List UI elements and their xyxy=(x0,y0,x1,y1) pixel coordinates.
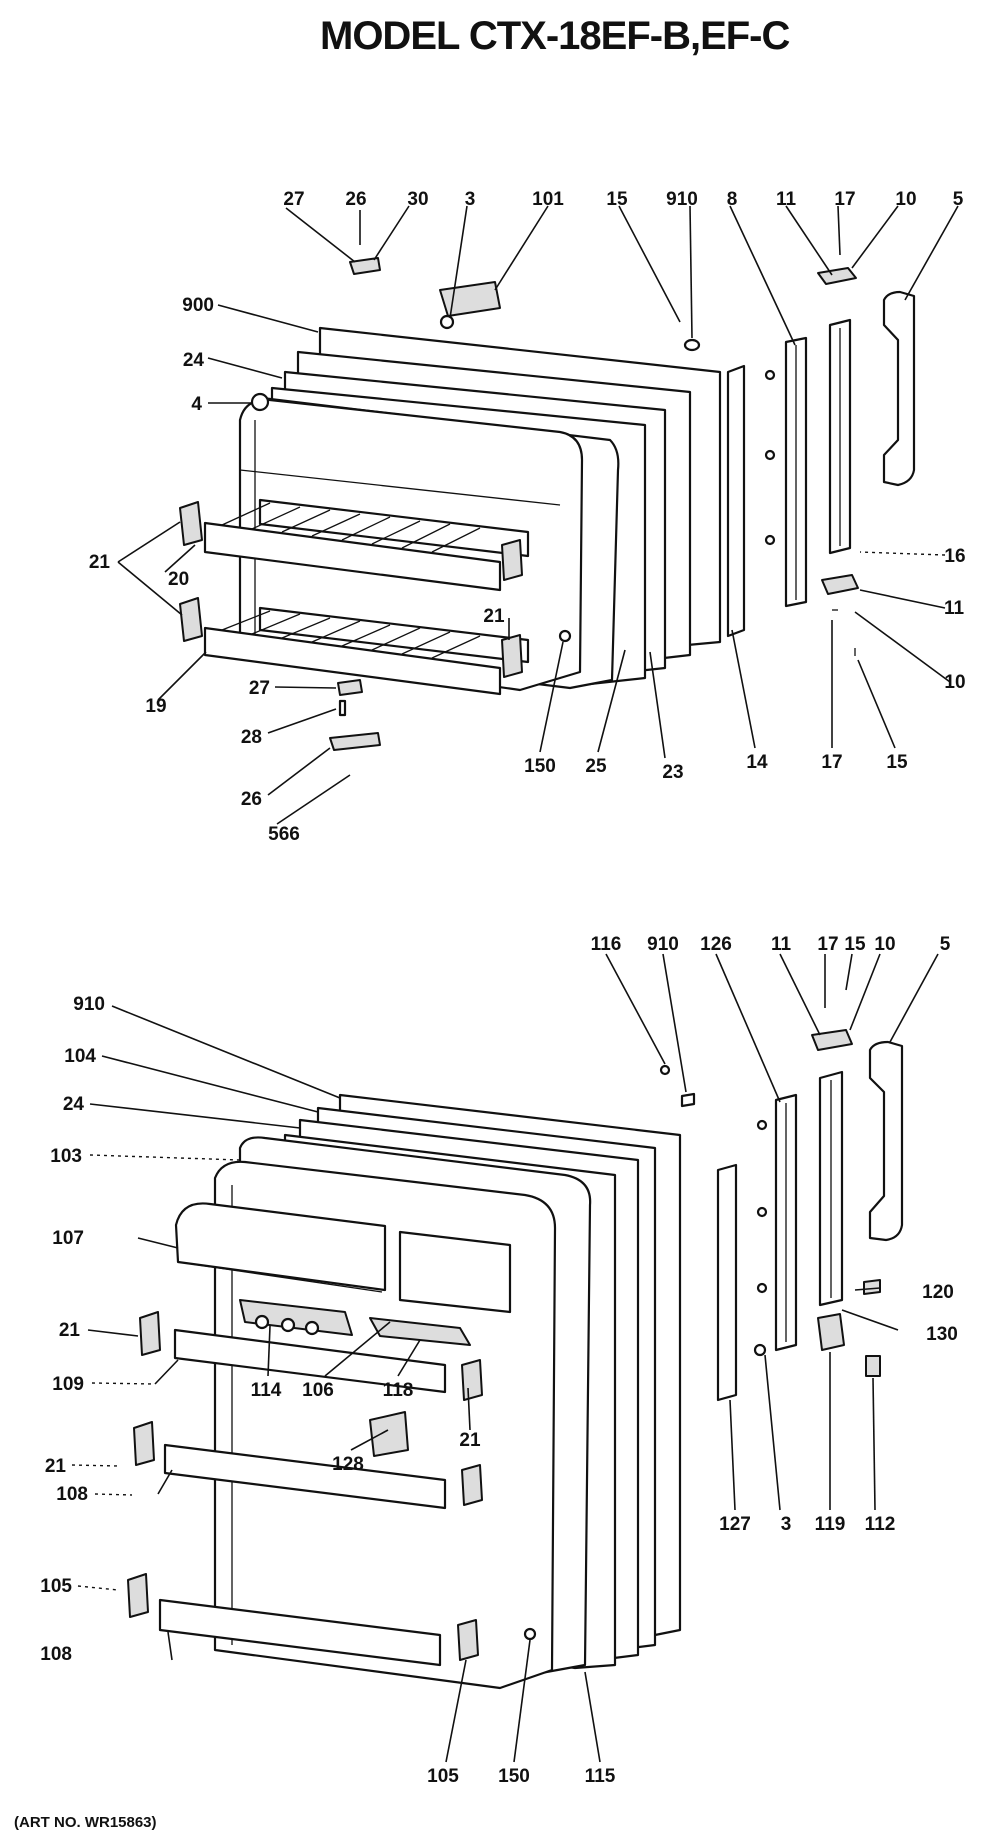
part-label: 24 xyxy=(63,1094,85,1115)
part-label: 20 xyxy=(168,569,189,590)
part-label: 118 xyxy=(383,1380,414,1401)
part-label: 15 xyxy=(844,934,866,955)
part-label: 11 xyxy=(776,189,797,210)
part-label: 3 xyxy=(465,189,476,210)
part-label: 25 xyxy=(585,756,607,777)
part-label: 11 xyxy=(944,598,965,619)
part-label: 8 xyxy=(727,189,738,210)
part-label: 17 xyxy=(834,189,855,210)
part-label: 105 xyxy=(40,1576,72,1597)
part-label: 15 xyxy=(606,189,628,210)
fresh-food-leader-lines xyxy=(71,953,939,1763)
part-label: 27 xyxy=(283,189,304,210)
part-label: 101 xyxy=(532,189,564,210)
part-label: 127 xyxy=(719,1514,751,1535)
part-label: 106 xyxy=(302,1380,334,1401)
part-label: 28 xyxy=(241,727,262,748)
part-label: 21 xyxy=(483,606,505,627)
part-label: 10 xyxy=(944,672,965,693)
part-label: 19 xyxy=(145,696,166,717)
part-label: 11 xyxy=(771,934,792,955)
part-label: 112 xyxy=(865,1514,896,1535)
part-label: 109 xyxy=(52,1374,84,1395)
part-label: 23 xyxy=(662,762,683,783)
part-label: 26 xyxy=(241,789,262,810)
part-label: 10 xyxy=(874,934,895,955)
part-label: 105 xyxy=(427,1766,459,1787)
part-label: 104 xyxy=(64,1046,96,1067)
part-label: 10 xyxy=(895,189,916,210)
part-label: 3 xyxy=(781,1514,792,1535)
part-label: 21 xyxy=(459,1430,481,1451)
part-label: 128 xyxy=(332,1454,364,1475)
part-label: 115 xyxy=(585,1766,616,1787)
part-label: 27 xyxy=(249,678,270,699)
part-label: 107 xyxy=(52,1228,84,1249)
part-label: 108 xyxy=(56,1484,88,1505)
part-label: 26 xyxy=(345,189,366,210)
part-label: 4 xyxy=(191,394,202,415)
part-label: 14 xyxy=(746,752,768,773)
part-label: 5 xyxy=(953,189,964,210)
freezer-leader-lines xyxy=(117,205,959,825)
part-label: 108 xyxy=(40,1644,72,1665)
part-label: 900 xyxy=(182,295,214,316)
fresh-food-door-assembly xyxy=(127,1029,904,1690)
page-title: MODEL CTX-18EF-B,EF-C xyxy=(320,14,790,58)
part-label: 910 xyxy=(666,189,698,210)
part-label: 130 xyxy=(926,1324,958,1345)
freezer-part-labels: 27 26 30 3 101 15 910 8 11 17 10 5 900 2… xyxy=(89,189,966,845)
part-label: 15 xyxy=(886,752,908,773)
part-label: 17 xyxy=(821,752,842,773)
part-label: 120 xyxy=(922,1282,954,1303)
part-label: 30 xyxy=(407,189,428,210)
part-label: 103 xyxy=(50,1146,82,1167)
art-number: (ART NO. WR15863) xyxy=(14,1814,157,1831)
freezer-door-assembly xyxy=(179,257,916,751)
part-label: 116 xyxy=(591,934,622,955)
part-label: 21 xyxy=(45,1456,67,1477)
part-label: 24 xyxy=(183,350,205,371)
part-label: 17 xyxy=(817,934,838,955)
part-label: 150 xyxy=(498,1766,530,1787)
part-label: 566 xyxy=(268,824,300,845)
part-label: 126 xyxy=(700,934,732,955)
part-label: 114 xyxy=(251,1380,282,1401)
part-label: 910 xyxy=(647,934,679,955)
part-label: 150 xyxy=(524,756,556,777)
part-label: 21 xyxy=(59,1320,81,1341)
part-label: 910 xyxy=(73,994,105,1015)
part-label: 119 xyxy=(815,1514,846,1535)
part-label: 21 xyxy=(89,552,111,573)
part-label: 16 xyxy=(944,546,965,567)
part-label: 5 xyxy=(940,934,951,955)
fresh-food-part-labels: 116 910 126 11 17 15 10 5 910 104 24 103… xyxy=(40,934,958,1787)
